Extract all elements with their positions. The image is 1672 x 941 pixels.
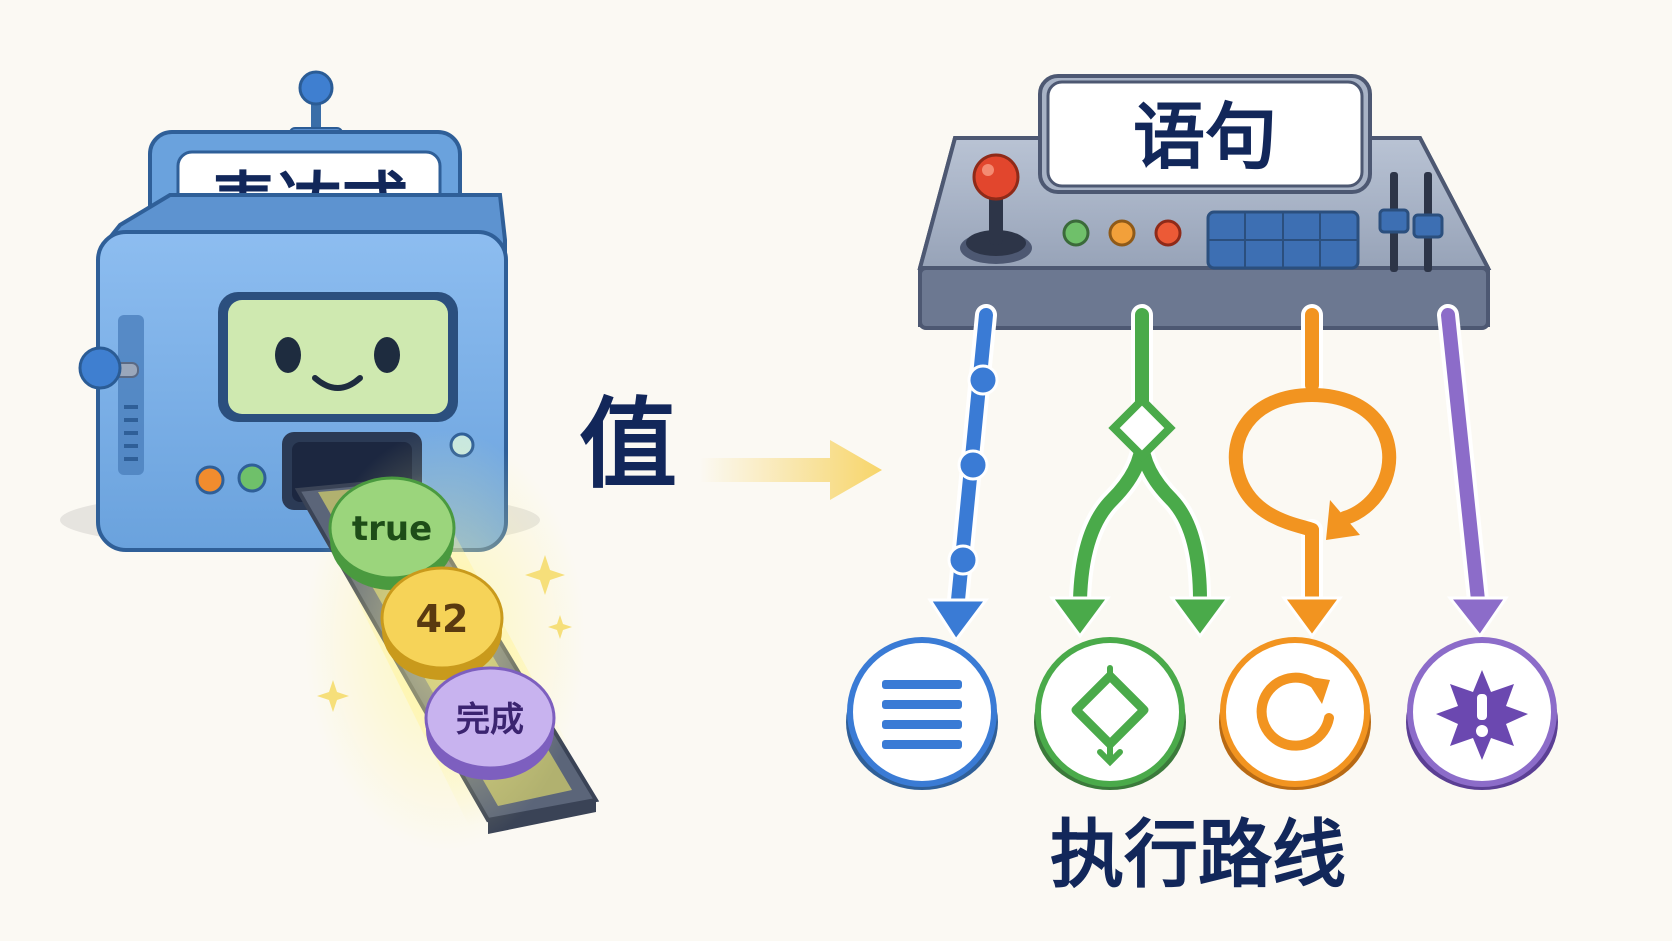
- sparkle-icon: [317, 680, 349, 712]
- statement-console: 语句: [917, 74, 1492, 330]
- slider-knob: [1412, 213, 1444, 239]
- value-flow: 值: [579, 388, 882, 502]
- slider-knob: [1378, 208, 1410, 234]
- path-loop: [1228, 304, 1397, 639]
- indicator-green: [237, 463, 267, 493]
- slider-controls: [1378, 172, 1444, 272]
- outcome-sequence: [846, 637, 998, 790]
- smile: [312, 375, 363, 391]
- loop-arrowhead-icon: [1326, 500, 1360, 540]
- value-arrow: [700, 440, 882, 500]
- indicator-orange: [195, 465, 225, 495]
- outcome-loop: [1219, 637, 1371, 790]
- arrowhead-icon: [1169, 596, 1231, 639]
- outcome-branch: [1034, 637, 1186, 790]
- arrowhead-icon: [927, 598, 989, 643]
- console-front: [918, 266, 1490, 330]
- console-button-red: [1154, 219, 1182, 247]
- console-button-orange: [1108, 219, 1136, 247]
- console-label-plate: [1046, 80, 1364, 188]
- antenna-knob: [298, 70, 334, 106]
- token-true: true: [328, 476, 456, 590]
- eye-left: [275, 337, 301, 373]
- console-button-green: [1062, 219, 1090, 247]
- svg-text:true: true: [352, 509, 432, 549]
- joystick-icon: [960, 153, 1032, 264]
- path-branch: [1049, 304, 1231, 639]
- burst-alert-icon: [1436, 670, 1528, 760]
- outcome-exception: [1406, 637, 1558, 790]
- sparkle-icon: [525, 555, 565, 595]
- eye-right: [374, 337, 400, 373]
- machine-screen: [228, 300, 448, 414]
- side-vent: [118, 315, 144, 475]
- keypad-grid: [1206, 210, 1360, 270]
- svg-text:完成: 完成: [456, 700, 524, 740]
- token-42: 42: [380, 566, 504, 680]
- token-done: 完成: [424, 666, 556, 780]
- svg-text:42: 42: [416, 597, 469, 641]
- lines-icon: [882, 680, 962, 749]
- value-label: 值: [579, 388, 677, 502]
- path-sequence: [927, 304, 999, 643]
- branch-diamond-icon: [1108, 394, 1176, 462]
- arrowhead-icon: [1281, 596, 1343, 639]
- loop-icon: [1256, 672, 1334, 751]
- arrowhead-icon: [1049, 596, 1111, 639]
- arrowhead-icon: [1446, 596, 1509, 639]
- path-exception: [1437, 304, 1509, 639]
- diamond-branch-icon: [1071, 665, 1149, 767]
- value-tokens: true 42 完成: [317, 476, 572, 780]
- sparkle-icon: [548, 615, 572, 639]
- console-label: 语句: [1133, 95, 1277, 179]
- footer-label: 执行路线: [1050, 812, 1346, 898]
- expression-machine: 表达式: [60, 70, 540, 552]
- crank-knob: [78, 346, 122, 390]
